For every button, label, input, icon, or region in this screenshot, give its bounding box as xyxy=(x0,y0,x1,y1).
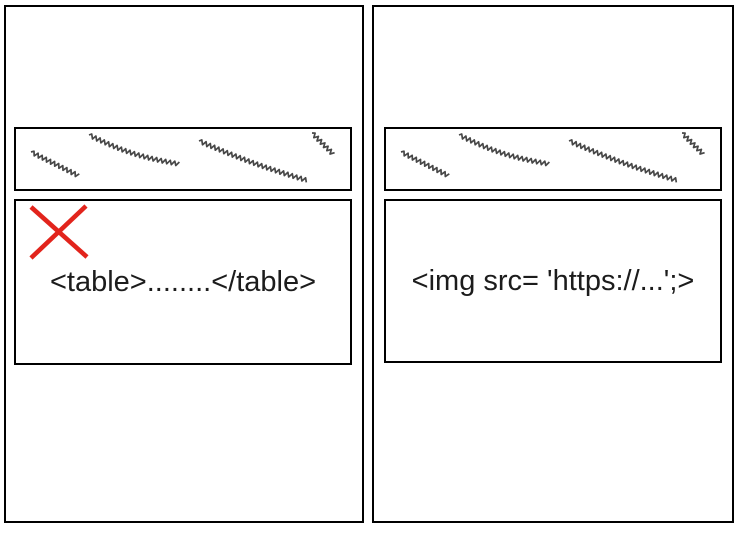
img-code-box: <img src= 'https://...';> xyxy=(384,199,722,363)
table-code-box: <table>........</table> xyxy=(14,199,352,365)
scribble-text-box-left xyxy=(14,127,352,191)
panel-table-layout: <table>........</table> xyxy=(4,5,364,523)
img-code-text: <img src= 'https://...';> xyxy=(411,264,695,297)
panel-image-src-layout: <img src= 'https://...';> xyxy=(372,5,734,523)
scribble-text-box-right xyxy=(384,127,722,191)
table-code-text: <table>........</table> xyxy=(49,265,317,298)
